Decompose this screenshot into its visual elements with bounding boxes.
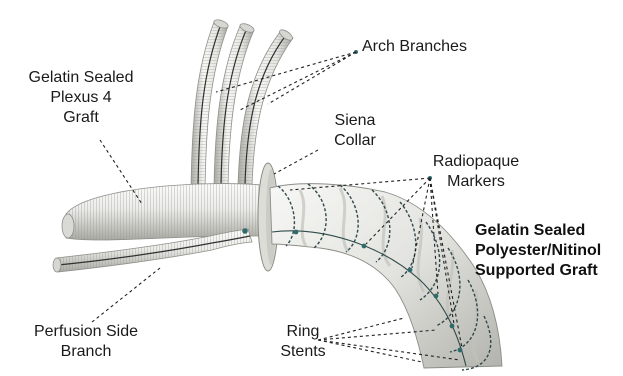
leader-line (274, 150, 318, 174)
ring-stents-label: Ring Stents (268, 322, 338, 362)
radiopaque-marker (408, 268, 413, 273)
radiopaque-marker (450, 324, 455, 329)
radiopaque-marker (242, 228, 248, 234)
radiopaque-marker (458, 348, 463, 353)
plexus-graft-label: Gelatin Sealed Plexus 4 Graft (10, 68, 152, 128)
arch-branch-tubes (191, 18, 294, 190)
siena-collar-label: Siena Collar (320, 111, 390, 151)
arch-branches-label: Arch Branches (362, 37, 467, 57)
supported-graft-label: Gelatin Sealed Polyester/Nitinol Support… (475, 221, 601, 281)
radiopaque-marker (434, 294, 439, 299)
perfusion-branch-label: Perfusion Side Branch (16, 322, 156, 362)
leader-line (268, 52, 356, 104)
radiopaque-marker (362, 244, 367, 249)
radiopaque-markers-label: Radiopaque Markers (426, 152, 526, 192)
radiopaque-marker (294, 230, 299, 235)
leader-line (92, 268, 160, 322)
